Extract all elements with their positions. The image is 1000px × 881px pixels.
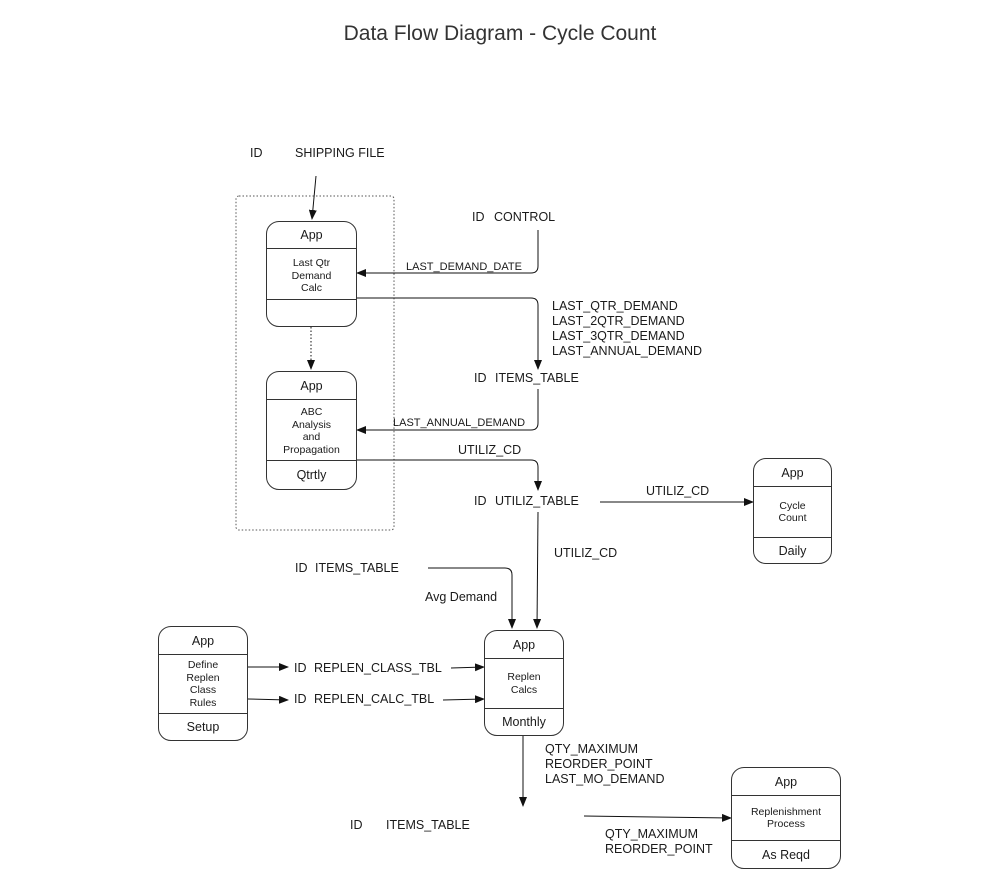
quarterly-group-boundary [235, 195, 395, 531]
store-items-table[interactable]: ITEMS_TABLE [315, 561, 399, 575]
flow-classtbl-to-replen [450, 663, 485, 672]
process-body: ABC Analysis and Propagation [283, 406, 340, 456]
flow-label-replen-outputs: QTY_MAXIMUM REORDER_POINT LAST_MO_DEMAND [545, 742, 665, 786]
store-replen-class-tbl[interactable]: REPLEN_CLASS_TBL [314, 661, 442, 675]
process-body: Replen Calcs [507, 671, 541, 696]
store-items-table[interactable]: ITEMS_TABLE [386, 818, 470, 832]
flow-items2-to-replen [428, 567, 516, 629]
flow-label-utiliz-cd: UTILIZ_CD [646, 484, 710, 498]
store-replen-calc-tbl[interactable]: REPLEN_CALC_TBL [314, 692, 435, 706]
process-body: Define Replen Class Rules [186, 659, 220, 709]
flow-abc-to-utiliz [357, 459, 542, 491]
store-id: ID [250, 146, 263, 160]
process-replen-calcs[interactable]: App Replen Calcs Monthly [484, 630, 564, 736]
process-footer: Qtrtly [267, 460, 356, 489]
store-shipping-file[interactable]: SHIPPING FILE [295, 146, 385, 160]
store-id: ID [294, 661, 307, 675]
process-footer: Monthly [485, 708, 563, 735]
flow-calctbl-to-replen [442, 695, 485, 704]
process-body: Replenishment Process [750, 805, 822, 831]
process-footer: Setup [159, 713, 247, 740]
store-utiliz-table[interactable]: UTILIZ_TABLE [495, 494, 579, 508]
process-body: Cycle Count [778, 499, 807, 525]
store-control[interactable]: CONTROL [494, 210, 556, 224]
flow-lastqtr-to-items [357, 297, 542, 370]
flow-label-utiliz-cd: UTILIZ_CD [458, 443, 522, 457]
flow-define-to-calctbl [247, 695, 289, 704]
process-abc-analysis[interactable]: App ABC Analysis and Propagation Qtrtly [266, 371, 357, 490]
process-header: App [754, 459, 831, 487]
process-footer: As Reqd [732, 840, 840, 868]
store-id: ID [294, 692, 307, 706]
process-cycle-count[interactable]: App Cycle Count Daily [753, 458, 832, 564]
process-header: App [267, 372, 356, 400]
store-items-table[interactable]: ITEMS_TABLE [495, 371, 579, 385]
store-id: ID [474, 371, 487, 385]
store-id: ID [472, 210, 485, 224]
process-header: App [485, 631, 563, 659]
flow-label-demand-fields: LAST_QTR_DEMAND LAST_2QTR_DEMAND LAST_3Q… [552, 299, 703, 358]
flow-label-last-demand-date: LAST_DEMAND_DATE [406, 261, 522, 273]
process-footer-empty [267, 299, 356, 326]
flow-items3-to-replenishment [583, 813, 732, 822]
flow-label-utiliz-cd: UTILIZ_CD [554, 546, 618, 560]
flow-label-avg-demand: Avg Demand [425, 590, 498, 604]
flow-label-last-annual-demand: LAST_ANNUAL_DEMAND [393, 417, 526, 429]
process-last-qtr-demand-calc[interactable]: App Last Qtr Demand Calc [266, 221, 357, 327]
flow-utiliz-to-replen [533, 511, 542, 629]
process-header: App [159, 627, 247, 655]
flow-label-replenishment-inputs: QTY_MAXIMUM REORDER_POINT [605, 827, 713, 856]
store-id: ID [295, 561, 308, 575]
store-id: ID [474, 494, 487, 508]
process-header: App [267, 222, 356, 249]
flow-control-to-lastqtr [356, 230, 539, 277]
process-body: Last Qtr Demand Calc [291, 257, 332, 294]
flow-shipping-to-lastqtr [308, 175, 317, 220]
process-footer: Daily [754, 537, 831, 563]
diagram-title: Data Flow Diagram - Cycle Count [343, 22, 657, 45]
flow-items-to-abc [356, 389, 539, 434]
process-header: App [732, 768, 840, 796]
store-id: ID [350, 818, 363, 832]
process-define-replen-class-rules[interactable]: App Define Replen Class Rules Setup [158, 626, 248, 741]
process-replenishment[interactable]: App Replenishment Process As Reqd [731, 767, 841, 869]
